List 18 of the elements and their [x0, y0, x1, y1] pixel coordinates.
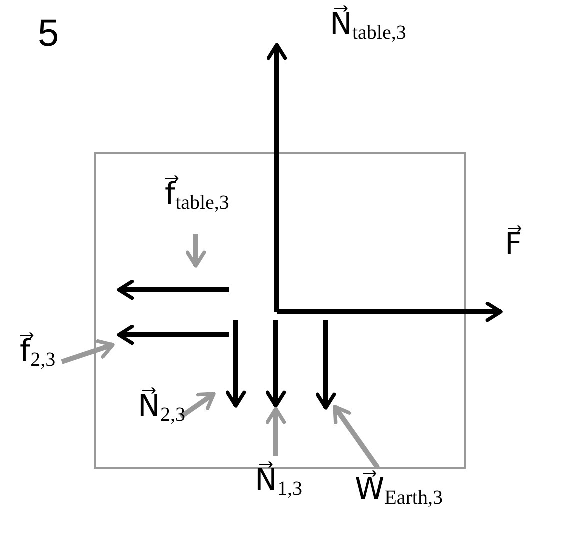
- force-label: f⃗$_{2,3}$: [20, 335, 56, 371]
- leader-arrow: [332, 405, 380, 470]
- force-arrow: [226, 320, 246, 408]
- force-label: N⃗$_{1,3}$: [255, 464, 302, 500]
- leader-arrow: [61, 339, 115, 364]
- force-arrow: [117, 280, 229, 300]
- force-label: W⃗$_{Earth,3}$: [355, 473, 443, 509]
- figure-number: 5: [38, 14, 60, 56]
- force-label: N⃗$_{table,3}$: [330, 8, 406, 44]
- force-arrow: [117, 324, 229, 346]
- force-arrow: [266, 320, 286, 408]
- force-label: N⃗$_{2,3}$: [138, 390, 186, 426]
- force-arrow: [316, 320, 336, 410]
- leader-arrow: [180, 392, 216, 420]
- leader-arrow: [266, 407, 286, 456]
- leader-arrow: [186, 234, 206, 268]
- force-label: F⃗: [505, 228, 522, 261]
- force-label: f⃗$_{table,3}$: [165, 178, 230, 214]
